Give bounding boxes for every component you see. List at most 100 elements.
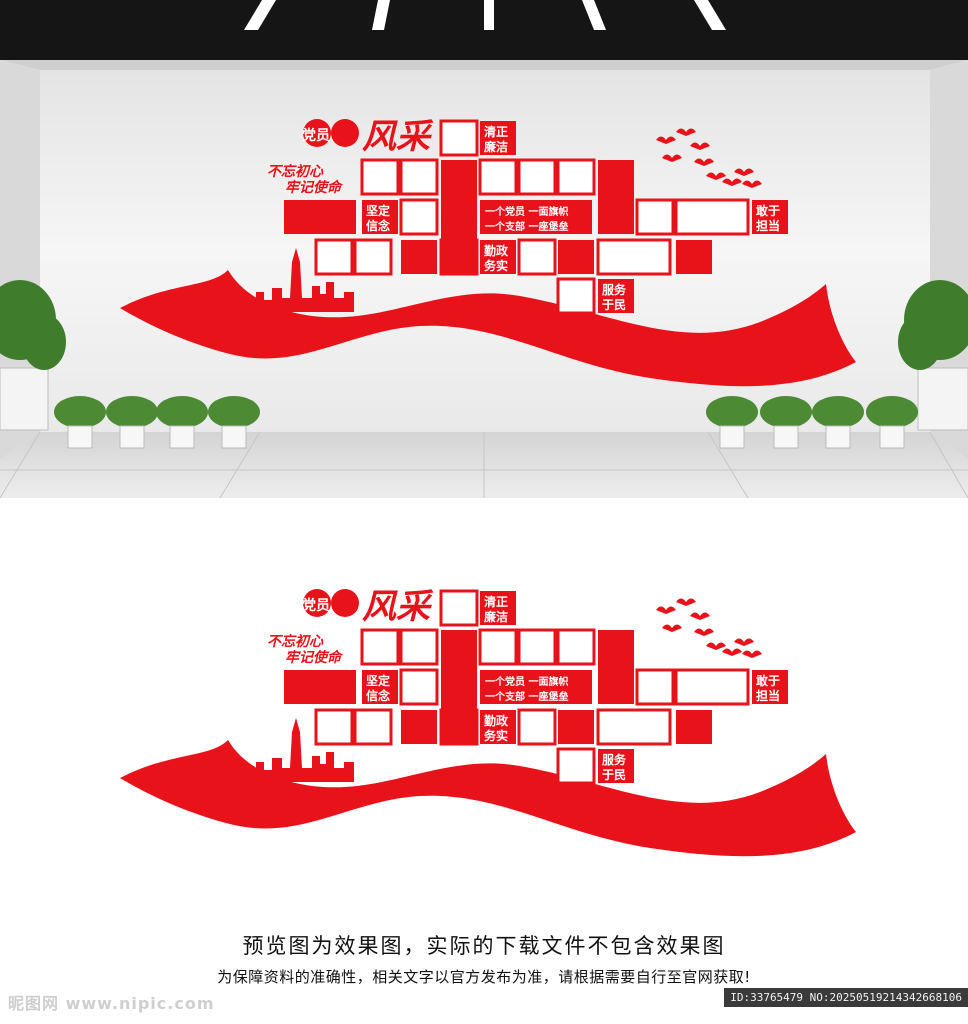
city-skyline — [248, 718, 354, 782]
label-qinzheng: 勤政 — [484, 713, 509, 728]
label-qinzheng: 勤政 — [484, 243, 509, 258]
label-dandang: 担当 — [756, 688, 780, 703]
red-block — [362, 200, 398, 234]
red-block — [480, 670, 592, 704]
label-wushi: 务实 — [484, 258, 508, 273]
label-wushi: 务实 — [484, 728, 508, 743]
photo-frame — [399, 158, 439, 196]
label-dandang: 担当 — [756, 218, 780, 233]
red-block — [284, 670, 356, 704]
bird-icon — [742, 650, 762, 658]
red-block — [441, 160, 477, 274]
red-block — [598, 160, 634, 234]
title-badge — [303, 589, 331, 617]
ceiling-trim — [0, 60, 968, 70]
photo-frame — [635, 198, 675, 236]
photo-frame — [674, 668, 750, 706]
bird-icon — [706, 172, 726, 180]
room-scene: 党员风采不忘初心牢记使命清正廉洁坚定信念一个党员 一面旗帜一个支部 一座堡垒勤政… — [0, 0, 968, 498]
red-block — [752, 200, 788, 234]
slogan-line-1: 不忘初心 — [267, 633, 324, 650]
slogan-line-1: 不忘初心 — [267, 163, 324, 180]
caption-preview-note: 预览图为效果图，实际的下载文件不包含效果图 — [242, 934, 726, 958]
photo-frame — [399, 628, 439, 666]
bird-icon — [734, 168, 754, 176]
red-block — [401, 240, 437, 274]
bird-icon — [690, 142, 710, 150]
flat-illustration: 党员风采不忘初心牢记使命清正廉洁坚定信念一个党员 一面旗帜一个支部 一座堡垒勤政… — [120, 587, 856, 857]
photo-frame — [635, 668, 675, 706]
red-block — [441, 630, 477, 744]
caption-disclaimer: 为保障资料的准确性，相关文字以官方发布为准，请根据需要自行至官网获取! — [217, 968, 751, 986]
photo-frame — [353, 708, 393, 746]
bird-icon — [722, 178, 742, 186]
bird-icon — [734, 638, 754, 646]
label-motto-2: 一个支部 一座堡垒 — [485, 220, 568, 233]
slogan-line-2: 牢记使命 — [285, 649, 344, 666]
right-wall — [930, 60, 968, 460]
photo-frame — [517, 708, 557, 746]
bird-icon — [722, 648, 742, 656]
room-illustration: 党员风采不忘初心牢记使命清正廉洁坚定信念一个党员 一面旗帜一个支部 一座堡垒勤政… — [0, 0, 968, 498]
bird-icon — [742, 180, 762, 188]
title-part-1: 党员 — [302, 127, 330, 144]
red-ribbon — [120, 740, 856, 857]
plants — [0, 280, 968, 449]
photo-frame — [556, 277, 596, 315]
label-lianjie: 廉洁 — [484, 609, 508, 624]
photo-frame — [517, 628, 557, 666]
photo-frame — [478, 628, 518, 666]
label-jianding: 坚定 — [366, 203, 390, 218]
slogan-line-2: 牢记使命 — [285, 179, 344, 196]
photo-frame — [314, 708, 354, 746]
wall-decoration-installed: 党员风采不忘初心牢记使命清正廉洁坚定信念一个党员 一面旗帜一个支部 一座堡垒勤政… — [120, 117, 856, 387]
label-xinnian: 信念 — [366, 688, 390, 703]
photo-frame — [399, 198, 439, 236]
photo-frame — [353, 238, 393, 276]
red-block — [284, 200, 356, 234]
photo-frame — [439, 119, 479, 157]
red-block — [598, 749, 634, 783]
label-ganyu: 敢于 — [756, 203, 780, 218]
red-block — [558, 240, 594, 274]
bird-icon — [706, 642, 726, 650]
photo-frame — [360, 628, 400, 666]
photo-frame — [556, 628, 596, 666]
red-block — [752, 670, 788, 704]
label-ganyu: 敢于 — [756, 673, 780, 688]
bird-icon — [676, 128, 696, 136]
red-block — [401, 710, 437, 744]
photo-frame — [596, 238, 672, 276]
red-ribbon — [120, 270, 856, 387]
photo-frame — [439, 589, 479, 627]
photo-frame — [556, 158, 596, 196]
wall-decoration-flat: 党员风采不忘初心牢记使命清正廉洁坚定信念一个党员 一面旗帜一个支部 一座堡垒勤政… — [120, 587, 856, 857]
site-watermark: 昵图网 www.nipic.com — [8, 994, 215, 1013]
red-block — [480, 591, 516, 625]
photo-frame — [478, 158, 518, 196]
title-badge — [331, 119, 359, 147]
image-id-badge: ID:33765479 NO:20250519214342668106 — [724, 988, 968, 1007]
bird-icon — [662, 154, 682, 162]
title-badge — [331, 589, 359, 617]
photo-frame — [314, 238, 354, 276]
label-fuwu: 服务 — [602, 282, 627, 297]
red-block — [362, 670, 398, 704]
label-jianding: 坚定 — [366, 673, 390, 688]
title-part-2: 风采 — [362, 117, 434, 157]
title-part-1: 党员 — [302, 597, 330, 614]
label-yumin: 于民 — [602, 298, 626, 312]
red-block — [676, 240, 712, 274]
photo-frame — [517, 238, 557, 276]
bird-icon — [694, 628, 714, 636]
photo-frame — [674, 198, 750, 236]
city-skyline — [248, 248, 354, 312]
red-block — [598, 279, 634, 313]
photo-frame — [360, 158, 400, 196]
red-block — [480, 710, 516, 744]
red-block — [598, 630, 634, 704]
photo-frame — [596, 708, 672, 746]
photo-frame — [517, 158, 557, 196]
red-block — [480, 121, 516, 155]
label-fuwu: 服务 — [602, 752, 627, 767]
